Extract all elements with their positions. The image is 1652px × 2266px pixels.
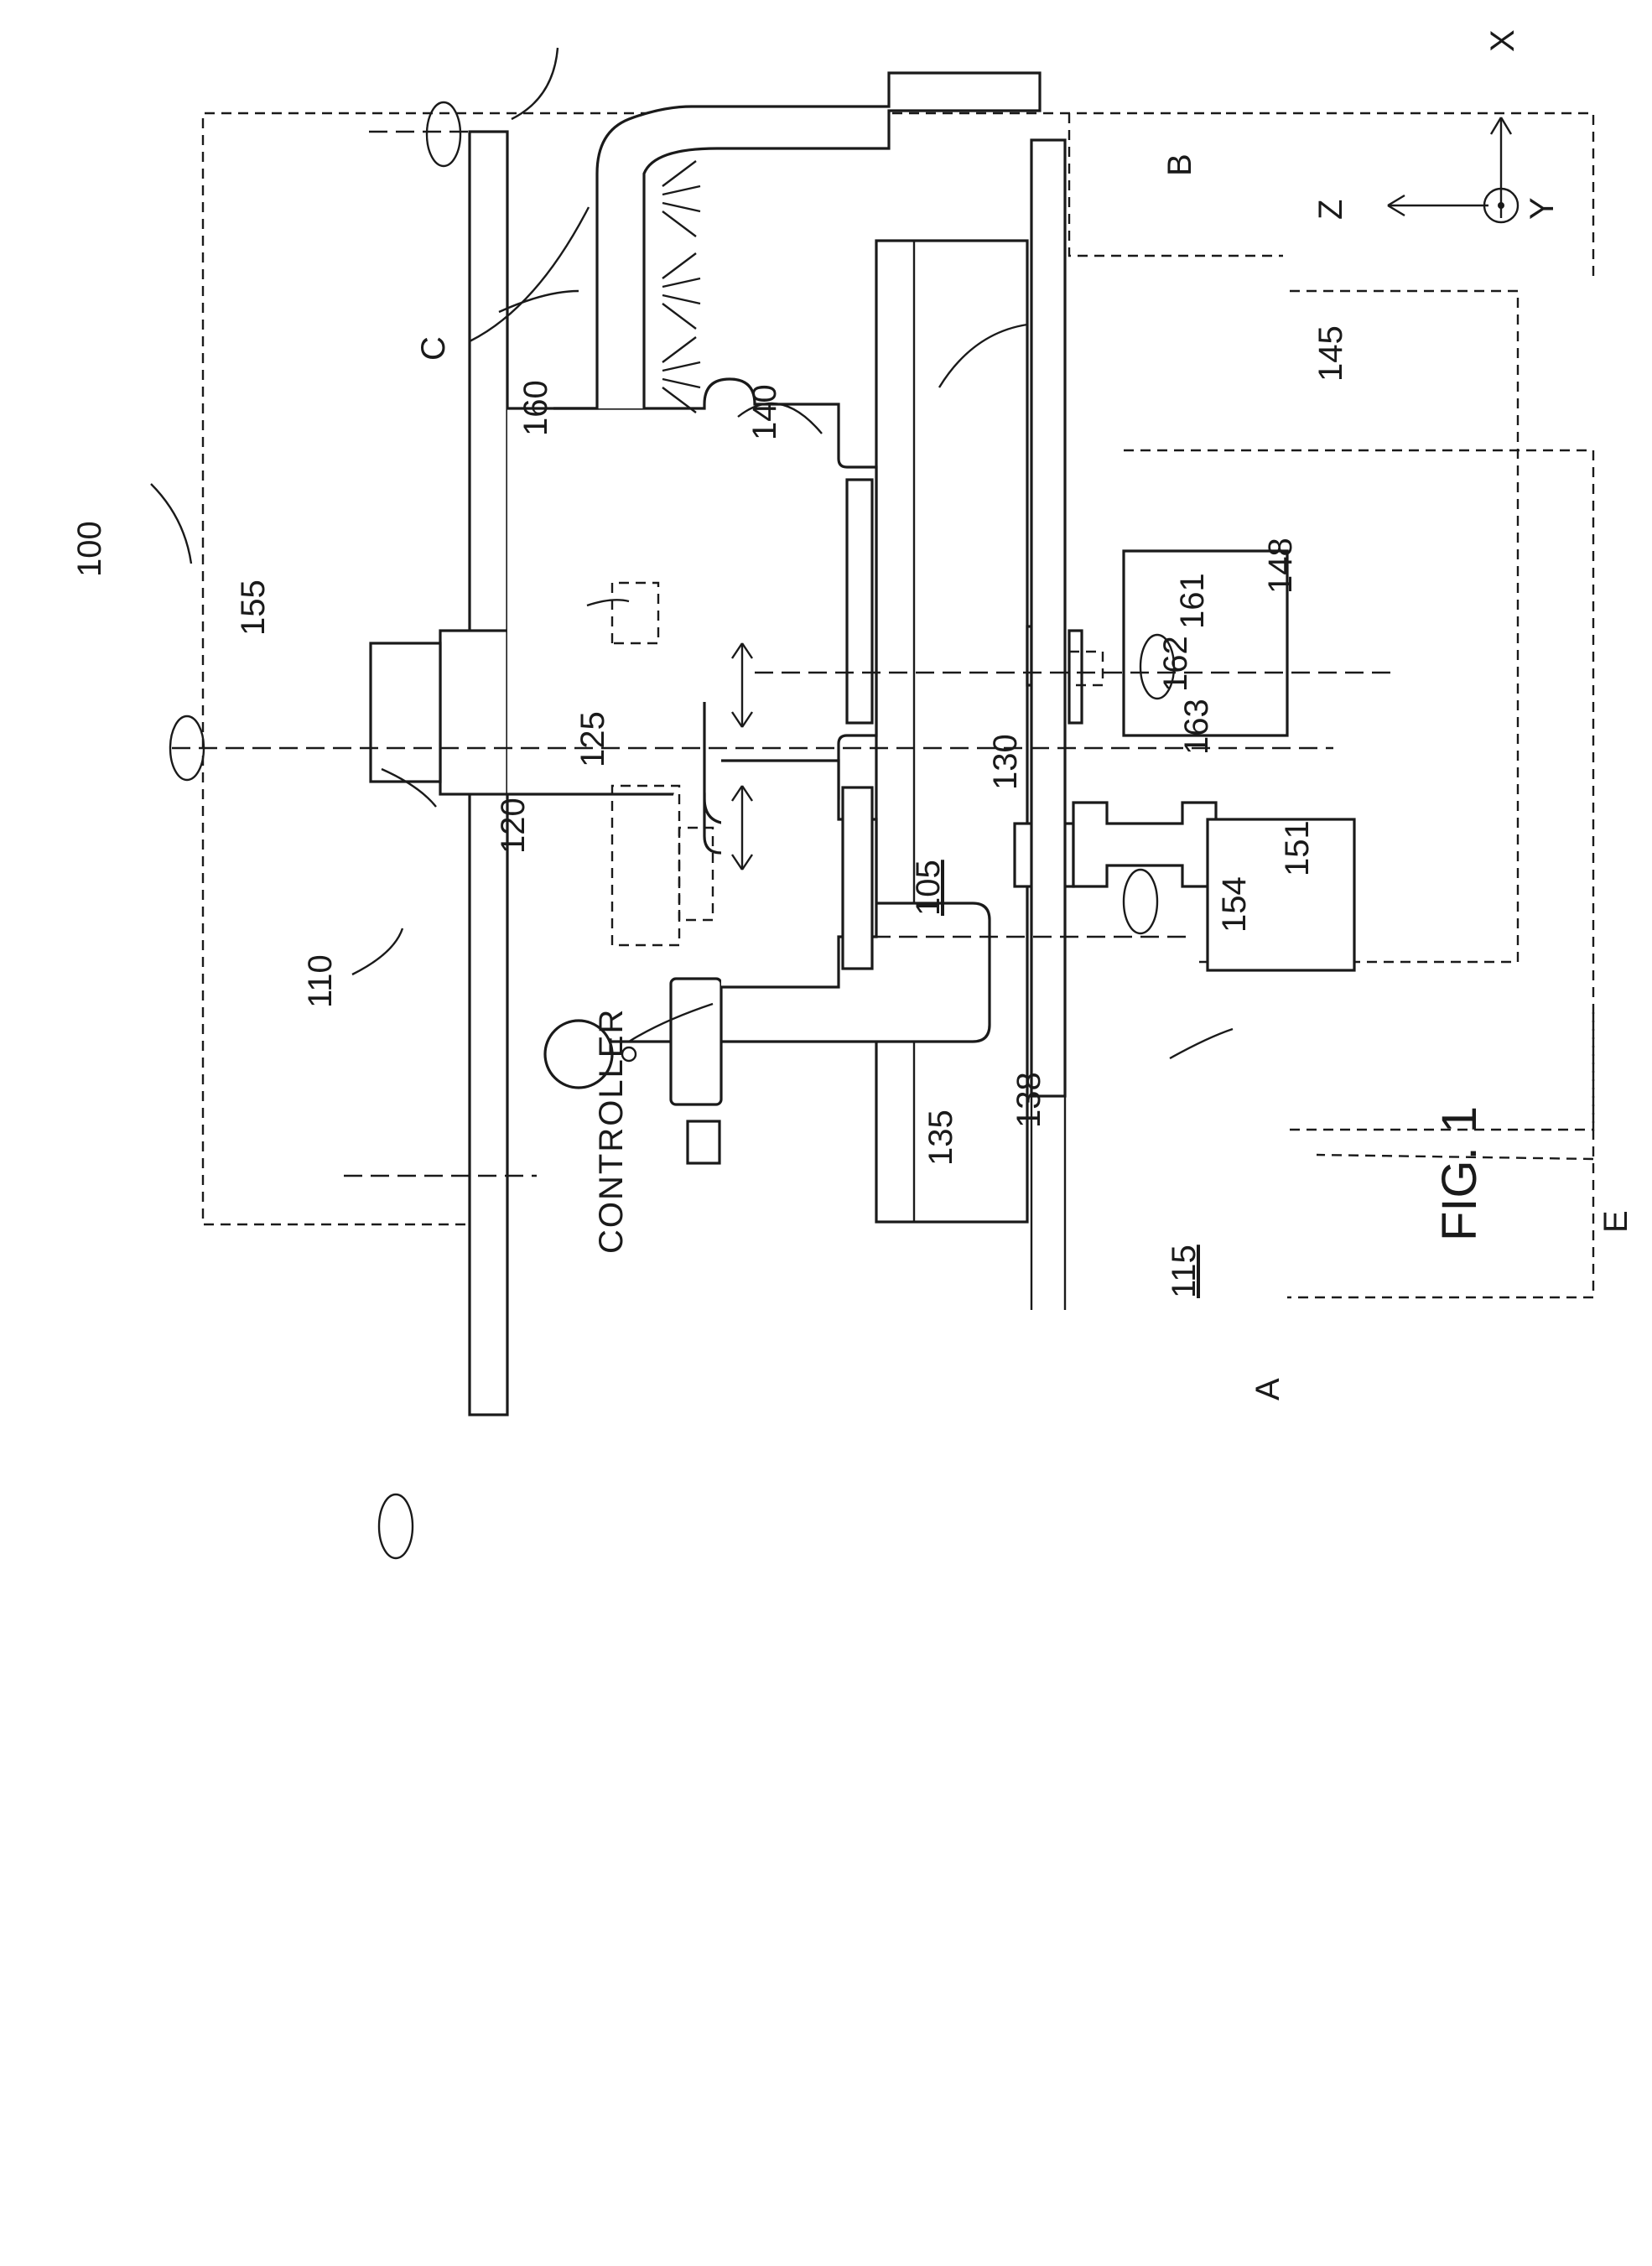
ref-138: 138: [1010, 1072, 1047, 1128]
ref-105: 105: [910, 860, 947, 916]
ref-162: 162: [1157, 636, 1194, 692]
axis-label-B: B: [1161, 153, 1198, 176]
ref-145: 145: [1312, 325, 1349, 382]
ref-161: 161: [1174, 573, 1211, 629]
actuator-164: [671, 979, 721, 1104]
ref-160: 160: [517, 380, 554, 436]
controller-label: CONTROLLER: [593, 1008, 630, 1254]
axis-label-A: A: [1249, 1378, 1286, 1401]
substrate-135: [847, 480, 872, 723]
conditioner-motor-158: [1073, 803, 1216, 886]
axis-label-y: Y: [1524, 197, 1561, 220]
ref-125: 125: [574, 711, 611, 767]
ref-163: 163: [1178, 699, 1215, 755]
axis-label-E: E: [1597, 1210, 1634, 1233]
figure-caption: FIG. 1: [1432, 1106, 1487, 1241]
ref-120: 120: [495, 798, 532, 854]
ref-140: 140: [746, 384, 783, 440]
axis-label-z: Z: [1312, 200, 1349, 220]
ref-110: 110: [302, 954, 339, 1008]
fluid-spray-nozzles-160: [662, 161, 700, 413]
ref-155: 155: [235, 579, 272, 636]
platen-105: [876, 241, 1027, 1222]
ref-151: 151: [1279, 820, 1316, 876]
coordinate-axes-icon: [1388, 117, 1518, 222]
ref-154: 154: [1216, 876, 1253, 933]
ref-130: 130: [987, 734, 1024, 790]
carrier-head-mount: [440, 631, 507, 794]
controller-to-arm-line: [1069, 113, 1283, 256]
ref-100: 100: [71, 521, 108, 577]
carrier-drive-145: [371, 643, 440, 782]
motor-115-shaft-collar: [1069, 631, 1082, 723]
ref-115: 115: [1166, 1245, 1203, 1298]
sensor-165: [688, 1121, 720, 1163]
axis-label-C: C: [415, 336, 452, 361]
axis-label-x: X: [1484, 29, 1521, 52]
ref-148: 148: [1262, 538, 1299, 594]
conditioning-disk-154: [843, 787, 872, 969]
ref-135: 135: [922, 1110, 959, 1166]
conditioner-base-arm: [1031, 140, 1065, 1096]
